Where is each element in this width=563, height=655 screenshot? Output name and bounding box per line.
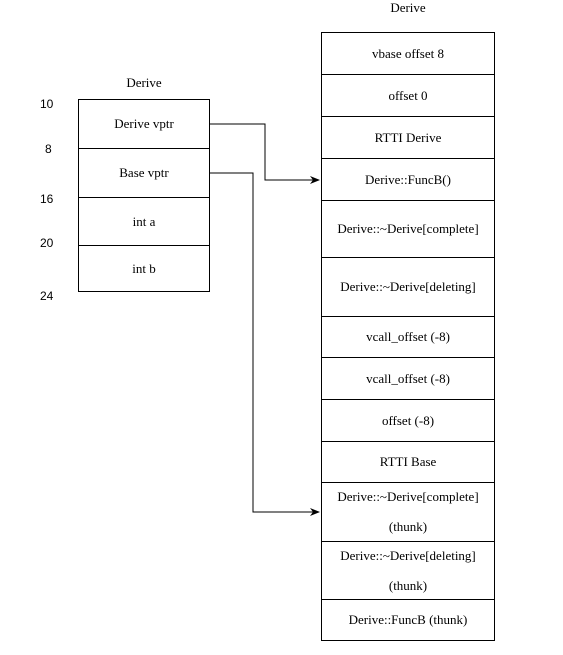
vtable-cell-dtor-deleting-thunk-line1: Derive::~Derive[deleting]	[340, 547, 476, 563]
offset-label-4: 24	[40, 289, 54, 303]
vtable-cell-dtor-deleting-thunk: Derive::~Derive[deleting] (thunk)	[322, 542, 494, 600]
vtable-cell-dtor-complete-thunk: Derive::~Derive[complete] (thunk)	[322, 483, 494, 542]
base-vptr-arrow	[210, 172, 320, 516]
vtable-cell-rtti-base: RTTI Base	[322, 442, 494, 483]
vtable-cell-vcall-offset-2: vcall_offset (-8)	[322, 358, 494, 400]
offset-label-1: 8	[45, 142, 52, 156]
vtable-cell-offset-minus-8: offset (-8)	[322, 400, 494, 442]
vtable-cell-offset-0: offset 0	[322, 75, 494, 117]
offset-label-2: 16	[40, 192, 54, 206]
vtable-cell-dtor-complete-thunk-line1: Derive::~Derive[complete]	[337, 489, 479, 504]
vtable-box: vbase offset 8 offset 0 RTTI Derive Deri…	[321, 32, 495, 641]
offset-label-0: 10	[40, 97, 54, 111]
vtable-cell-vbase-offset: vbase offset 8	[322, 33, 494, 75]
vtable-cell-funcb: Derive::FuncB()	[322, 159, 494, 201]
vtable-cell-funcb-thunk: Derive::FuncB (thunk)	[348, 612, 468, 627]
vtable-cell-dtor-complete-thunk-line2: (thunk)	[388, 519, 428, 534]
vtable-title: Derive	[390, 0, 426, 15]
vtable-cell-dtor-deleting: Derive::~Derive[deleting]	[322, 258, 494, 317]
vtable-cell-rtti-derive: RTTI Derive	[322, 117, 494, 159]
object-layout-title: Derive	[126, 75, 162, 90]
vtable-cell-vcall-offset-1: vcall_offset (-8)	[322, 317, 494, 358]
object-cell-derive-vptr: Derive vptr	[79, 100, 209, 149]
vtable-cell-dtor-complete: Derive::~Derive[complete]	[322, 201, 494, 258]
object-layout-box: Derive vptr Base vptr int a int b	[78, 99, 210, 292]
object-cell-int-a: int a	[79, 198, 209, 246]
derive-vptr-arrow	[210, 123, 320, 184]
object-cell-int-b: int b	[132, 260, 156, 276]
vtable-cell-dtor-deleting-thunk-line2: (thunk)	[388, 577, 428, 593]
offset-label-3: 20	[40, 236, 54, 250]
object-cell-base-vptr: Base vptr	[79, 149, 209, 198]
